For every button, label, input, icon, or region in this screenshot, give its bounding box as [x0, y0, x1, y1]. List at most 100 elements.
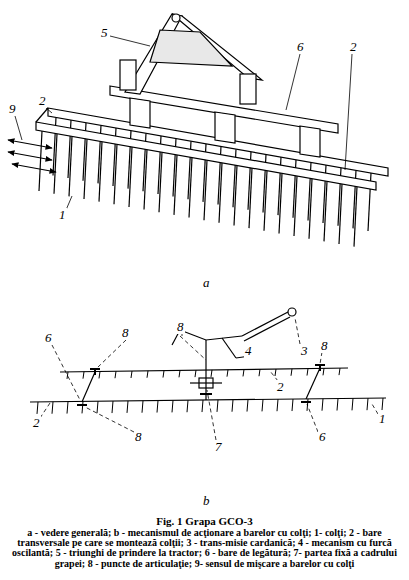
tine	[195, 370, 196, 377]
hitch-post	[240, 74, 256, 104]
cardan-joint	[288, 308, 296, 316]
leader-lines	[15, 36, 352, 210]
tine	[97, 401, 98, 413]
tine	[127, 401, 128, 413]
tine	[291, 369, 292, 376]
tine	[112, 401, 113, 413]
tine	[144, 150, 147, 210]
tine-bar	[60, 368, 348, 372]
tine	[67, 372, 68, 379]
tine	[189, 158, 192, 218]
general-view	[8, 14, 388, 247]
bar-end	[36, 108, 48, 122]
tine-bar	[36, 122, 376, 190]
motion-arrow	[8, 140, 52, 148]
callout-number: 1	[378, 412, 387, 426]
tine	[354, 187, 357, 247]
tine	[187, 400, 188, 412]
tine	[204, 160, 207, 220]
callout-number: 6	[296, 40, 305, 54]
hitch-pin	[172, 14, 180, 22]
tine	[307, 369, 308, 376]
tine	[202, 400, 203, 412]
figure-caption: a - vedere generală; b - mecanismul de a…	[5, 528, 404, 569]
joint-block	[215, 112, 235, 143]
cardan-shaft	[242, 312, 288, 336]
tine	[179, 370, 180, 377]
leader-lines	[40, 318, 378, 440]
tine	[279, 173, 282, 233]
tine	[367, 398, 368, 410]
tine	[39, 131, 42, 191]
tine	[129, 147, 132, 207]
tine	[99, 142, 102, 202]
tine	[147, 371, 148, 378]
callout-number: 8	[134, 430, 143, 444]
tine	[52, 402, 53, 414]
callout-number: 2	[276, 380, 285, 394]
tine	[382, 398, 383, 410]
link-bar	[306, 368, 320, 399]
tine	[115, 371, 116, 378]
tine	[322, 399, 323, 411]
tine	[67, 402, 68, 414]
tine	[339, 368, 340, 375]
hitch-post	[120, 60, 136, 90]
hitch-plate	[150, 30, 232, 66]
tine	[323, 368, 324, 375]
tine	[339, 184, 342, 244]
tine	[227, 370, 228, 377]
cardan-shaft	[244, 317, 290, 341]
fork-rod	[205, 340, 206, 400]
callout-number: 3	[300, 344, 309, 358]
tine-bar	[48, 108, 388, 176]
callout-number: 2	[38, 94, 47, 108]
tine	[114, 144, 117, 204]
tine	[277, 399, 278, 411]
fork-arm	[222, 338, 236, 358]
tine	[352, 398, 353, 410]
callout-number: 2	[32, 416, 41, 430]
callout-number: 6	[318, 430, 327, 444]
callout-number: 9	[8, 102, 17, 116]
tine	[84, 139, 87, 199]
joint-block	[130, 98, 150, 128]
tine	[69, 136, 72, 196]
tine	[234, 165, 237, 225]
tine	[292, 399, 293, 411]
tine	[54, 134, 57, 194]
drive-mechanism	[30, 308, 386, 440]
tine	[243, 369, 244, 376]
teeth	[37, 368, 383, 414]
tine	[211, 370, 212, 377]
callout-number: 8	[320, 339, 329, 353]
oscillating-fork	[180, 330, 242, 340]
tine	[217, 400, 218, 412]
tine	[142, 401, 143, 413]
tine	[324, 181, 327, 241]
motion-arrow	[8, 152, 52, 160]
tine	[82, 401, 83, 413]
tine	[232, 400, 233, 412]
callout-number: 8	[121, 326, 130, 340]
tine	[172, 400, 173, 412]
motion-arrow	[12, 164, 56, 172]
tine	[294, 176, 297, 236]
link-bar	[82, 372, 95, 402]
tine	[259, 369, 260, 376]
tine	[163, 371, 164, 378]
tine	[309, 179, 312, 239]
tine	[157, 401, 158, 413]
callout-number: 1	[58, 208, 67, 222]
callout-number: 7	[214, 440, 223, 454]
tine	[37, 402, 38, 414]
callout-number: 2	[349, 40, 358, 54]
tine	[275, 369, 276, 376]
tine	[247, 400, 248, 412]
fixed-frame	[190, 382, 222, 383]
figure-letter: b	[202, 494, 211, 508]
tine	[249, 168, 252, 228]
callout-number: 5	[100, 26, 109, 40]
tine	[262, 399, 263, 411]
